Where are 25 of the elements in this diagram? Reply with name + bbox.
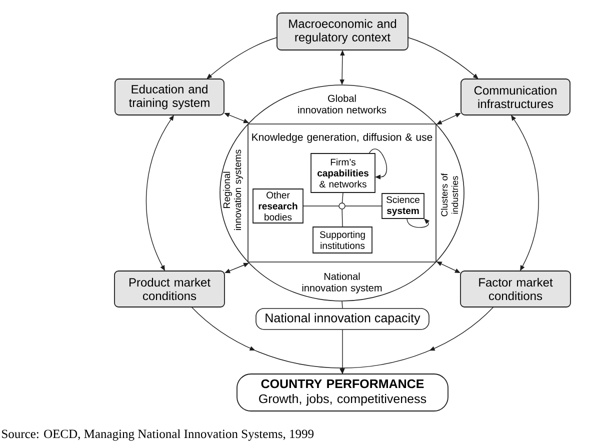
loop-arrow bbox=[368, 148, 387, 180]
curved-arrow bbox=[206, 37, 278, 79]
connector-line bbox=[342, 300, 343, 309]
rounded-box: National innovation capacity bbox=[256, 308, 430, 330]
process-box: Firm’s capabilities & networks bbox=[310, 153, 376, 193]
rounded-box: COUNTRY PERFORMANCE Growth, jobs, competitiveness bbox=[236, 374, 448, 412]
rounded-box: Education and training system bbox=[114, 78, 224, 116]
box-heading: Knowledge generation, diffusion & use bbox=[252, 133, 432, 143]
connector-line bbox=[342, 208, 343, 228]
region-label: Clusters of industries bbox=[440, 173, 458, 216]
curved-arrow bbox=[146, 115, 174, 271]
process-box: Supporting institutions bbox=[312, 226, 372, 254]
rounded-box: Factor market conditions bbox=[460, 270, 571, 308]
rounded-box: Macroeconomic and regulatory context bbox=[276, 12, 408, 50]
region-label: Global innovation networks bbox=[298, 94, 386, 114]
process-box: Other research bodies bbox=[252, 188, 304, 224]
region-label: Regional innovation systems bbox=[223, 150, 243, 230]
process-box: Science system bbox=[382, 193, 424, 219]
rounded-box: Product market conditions bbox=[114, 270, 225, 308]
curved-arrow bbox=[511, 115, 539, 271]
connector-line bbox=[342, 192, 344, 204]
source-note: Source: OECD, Managing National Innovation Systems, 1999 bbox=[2, 429, 314, 441]
rounded-box: Communication infrastructures bbox=[460, 78, 570, 116]
curved-arrow bbox=[408, 37, 478, 79]
region-label: National innovation system bbox=[302, 272, 382, 294]
